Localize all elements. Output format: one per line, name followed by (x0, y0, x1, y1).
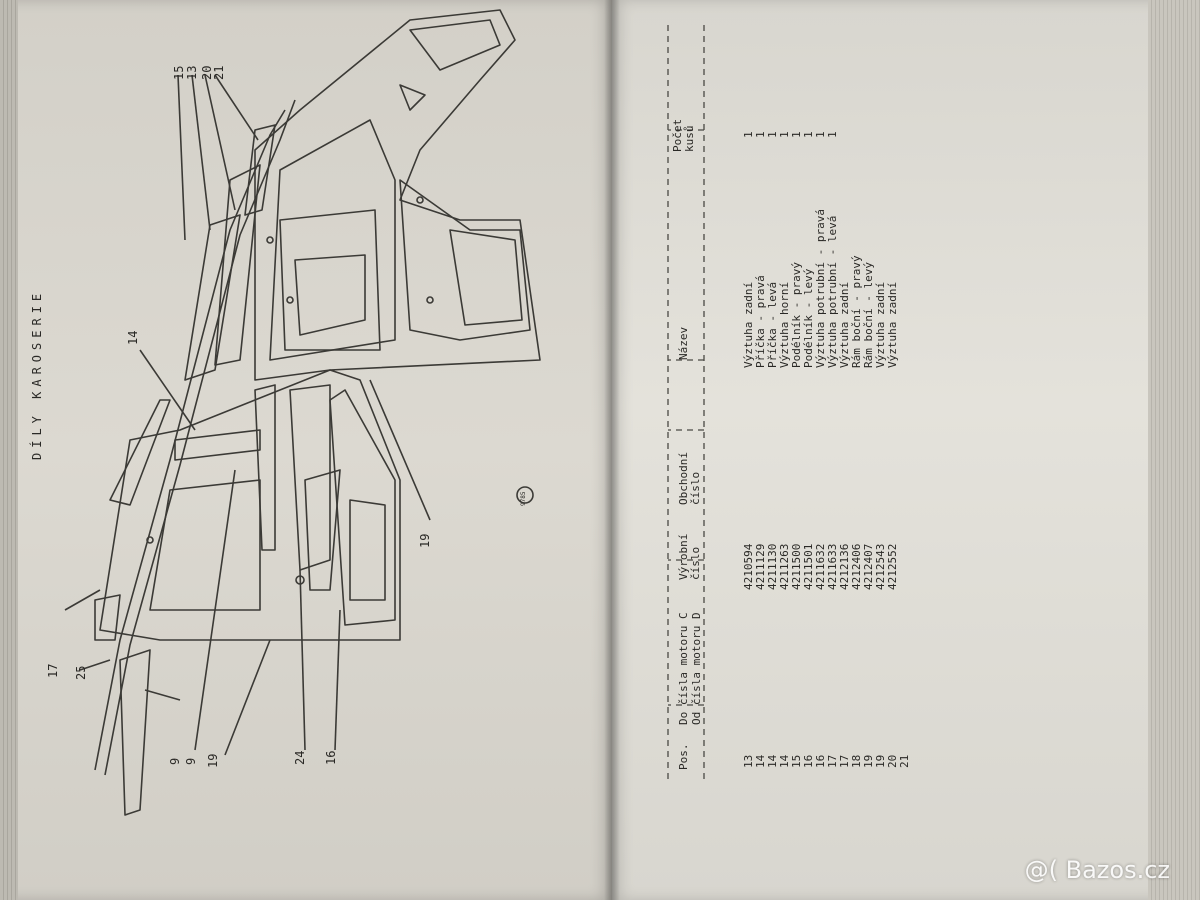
row-pos: 15 (790, 754, 803, 768)
row-name: Rám boční - pravý (850, 255, 863, 368)
header-pos: Pos. (677, 743, 690, 771)
row-pos: 13 (742, 754, 755, 768)
row-pos: 17 (826, 754, 839, 768)
callout-19b: 19 (418, 533, 432, 548)
row-number: 4212552 (886, 543, 899, 590)
callout-21: 21 (212, 65, 226, 80)
row-number: 4212406 (850, 543, 863, 590)
left-page: DÍLY KAROSERIE (0, 0, 612, 900)
header-engine-from: Od čísla motoru D (690, 612, 703, 725)
row-name: Výztuha zadní (838, 281, 851, 368)
row-pos: 14 (754, 754, 767, 768)
page-edges-left (0, 0, 18, 900)
row-number: 4210594 (742, 543, 755, 590)
callout-19a: 19 (206, 753, 220, 768)
callout-9b: 9 (184, 757, 198, 765)
row-number: 4211130 (766, 543, 779, 590)
row-name: Výztuha potrubní - pravá (814, 209, 827, 368)
row-number: 4212136 (838, 543, 851, 590)
table-rules (667, 25, 705, 780)
row-name: Příčka - levá (766, 281, 779, 368)
body-parts-diagram (64, 9, 541, 816)
row-pos: 20 (886, 754, 899, 768)
stamp: 9785 (520, 491, 527, 506)
callout-17: 17 (46, 663, 60, 678)
row-name: Výztuha potrubní - levá (826, 215, 839, 368)
callout-16: 16 (324, 750, 338, 765)
row-qty: 1 (766, 131, 779, 138)
row-name: Výztuha zadní (874, 281, 887, 368)
row-number: 4211263 (778, 543, 791, 590)
row-name: Výztuha horní (778, 281, 791, 368)
callout-14: 14 (126, 330, 140, 345)
row-name: Příčka - pravá (754, 275, 767, 368)
row-pos: 18 (850, 754, 863, 768)
row-pos: 17 (838, 754, 851, 768)
header-name: Název (677, 326, 690, 360)
row-number: 4211129 (754, 543, 767, 590)
page-edges-right (1148, 0, 1200, 900)
row-name: Rám boční - levý (862, 262, 875, 368)
row-name: Výztuha zadní (742, 281, 755, 368)
right-page: Pos. Do čísla motoru C Od čísla motoru D… (612, 0, 1200, 900)
header-quantity: Počet kusů (671, 118, 696, 152)
row-name: Podélník - pravý (790, 262, 803, 368)
row-number: 4211632 (814, 543, 827, 590)
row-pos: 21 (898, 754, 911, 768)
row-qty: 1 (742, 131, 755, 138)
callout-9a: 9 (168, 757, 182, 765)
row-qty: 1 (790, 131, 803, 138)
row-pos: 19 (874, 754, 887, 768)
row-number: 4212407 (862, 543, 875, 590)
row-qty: 1 (778, 131, 791, 138)
header-engine-to: Do čísla motoru C (677, 612, 690, 725)
book-spine (604, 0, 620, 900)
row-qty: 1 (802, 131, 815, 138)
row-pos: 16 (802, 754, 815, 768)
callout-15: 15 (172, 65, 186, 80)
row-number: 4211500 (790, 543, 803, 590)
row-qty: 1 (814, 131, 827, 138)
row-name: Výztuha zadní (886, 281, 899, 368)
callout-24: 24 (293, 750, 307, 765)
row-name: Podélník - levý (802, 268, 815, 368)
row-qty: 1 (754, 131, 767, 138)
callout-25: 25 (74, 665, 88, 680)
row-pos: 16 (814, 754, 827, 768)
row-number: 4212543 (874, 543, 887, 590)
row-qty: 1 (826, 131, 839, 138)
callout-13: 13 (185, 65, 199, 80)
header-trade-number: Obchodní číslo (677, 452, 702, 505)
header-manufacturer-number: Výrobní číslo (677, 533, 702, 580)
row-pos: 14 (766, 754, 779, 768)
row-pos: 19 (862, 754, 875, 768)
row-number: 4211501 (802, 543, 815, 590)
row-number: 4211633 (826, 543, 839, 590)
watermark: @( Bazos.cz (1024, 856, 1170, 884)
row-pos: 14 (778, 754, 791, 768)
